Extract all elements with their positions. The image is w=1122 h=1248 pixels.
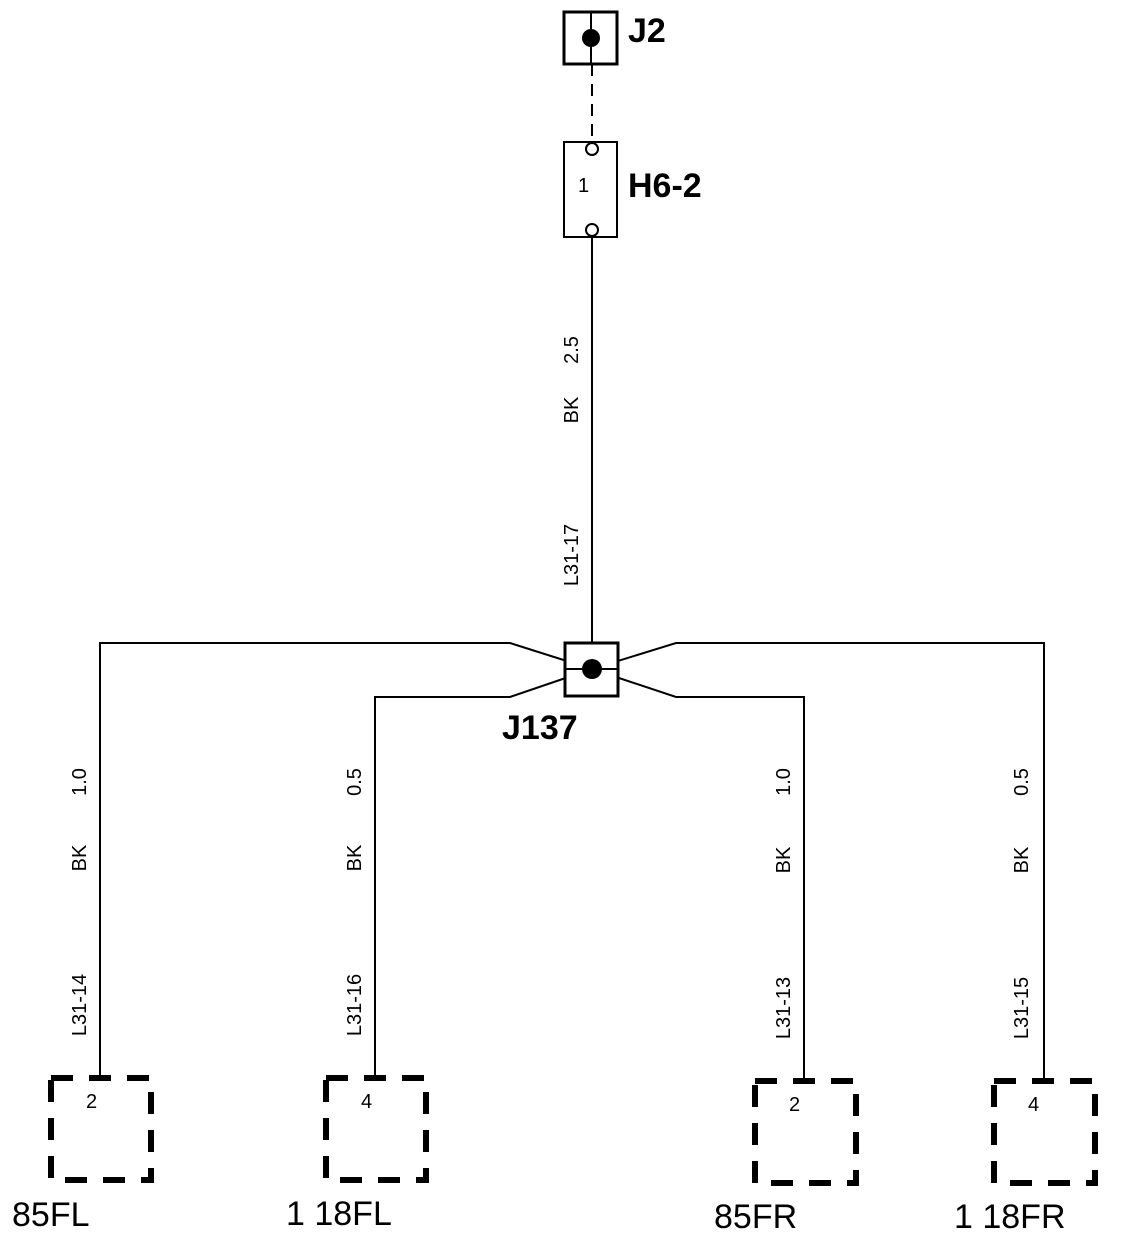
connector-118fl-box xyxy=(323,1075,429,1183)
wire-l31-15-color: BK xyxy=(1011,846,1033,873)
j137-splice xyxy=(563,641,620,698)
wire-l31-14-color: BK xyxy=(69,844,91,871)
j2-splice-dot xyxy=(582,29,600,47)
j2-connector xyxy=(562,10,619,66)
wire-l31-14 xyxy=(99,642,593,1077)
wire-l31-16 xyxy=(374,668,593,1077)
wire-l31-16-id: L31-16 xyxy=(344,974,366,1036)
wire-l31-15-size: 0.5 xyxy=(1011,768,1033,796)
connector-85fl-label: 85FL xyxy=(12,1196,90,1234)
wire-l31-17-size: 2.5 xyxy=(561,336,583,364)
connector-85fr-box xyxy=(752,1078,859,1186)
wire-l31-16-size: 0.5 xyxy=(344,768,366,796)
wire-l31-17-id: L31-17 xyxy=(561,524,583,586)
connector-118fl-label: 1 18FL xyxy=(286,1195,392,1233)
connector-85fl-pin: 2 xyxy=(86,1091,97,1113)
wire-l31-17-color: BK xyxy=(561,396,583,423)
h6-2-box xyxy=(563,141,618,238)
connector-85fr-label: 85FR xyxy=(714,1198,797,1236)
j137-label: J137 xyxy=(502,709,578,747)
wire-l31-15 xyxy=(591,642,1045,1080)
wire-l31-14-size: 1.0 xyxy=(69,768,91,796)
wire-l31-14-id: L31-14 xyxy=(69,974,91,1036)
wire-l31-13-color: BK xyxy=(773,846,795,873)
h6-2-label: H6-2 xyxy=(628,167,702,205)
connector-118fr-label: 1 18FR xyxy=(954,1198,1066,1236)
wire-l31-16-color: BK xyxy=(344,844,366,871)
wire-l31-13-id: L31-13 xyxy=(773,977,795,1039)
connector-85fr-pin: 2 xyxy=(789,1094,800,1116)
h6-2-pin-number: 1 xyxy=(578,175,589,197)
connector-118fr-pin: 4 xyxy=(1028,1094,1039,1116)
h6-2-top-terminal xyxy=(585,142,599,156)
connector-85fl-box xyxy=(48,1075,154,1183)
wire-l31-15-id: L31-15 xyxy=(1011,977,1033,1039)
j2-label: J2 xyxy=(628,12,666,50)
h6-2-connector: 1 xyxy=(563,141,618,238)
wire-l31-13 xyxy=(591,668,805,1080)
j137-splice-dot xyxy=(582,659,602,679)
connector-118fl-pin: 4 xyxy=(361,1091,372,1113)
wire-l31-13-size: 1.0 xyxy=(773,768,795,796)
h6-2-bottom-terminal xyxy=(585,223,599,237)
connector-118fr-box xyxy=(991,1078,1098,1186)
